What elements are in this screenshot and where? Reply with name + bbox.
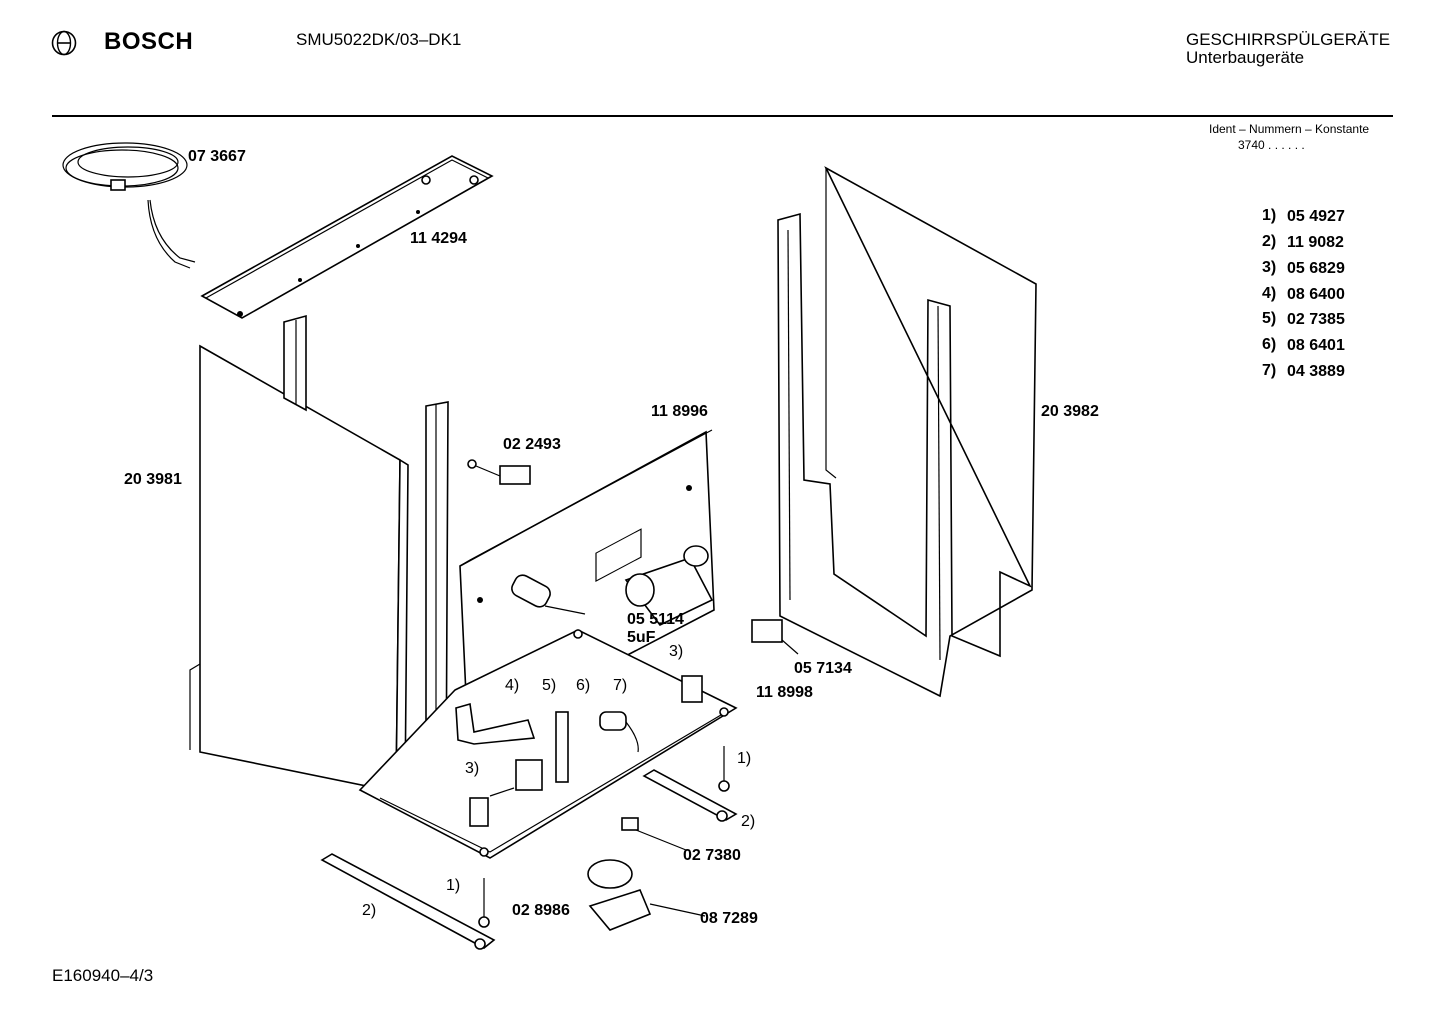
model-number: SMU5022DK/03–DK1: [296, 30, 462, 49]
subcategory-title: Unterbaugeräte: [1186, 48, 1305, 67]
ref-marker: 2): [362, 902, 377, 919]
key-marker: 5): [1262, 310, 1277, 327]
base-plate-drawing: [358, 629, 738, 859]
ref-marker: 2): [741, 813, 756, 830]
foot-rails-drawing: [320, 769, 738, 950]
callout-switch: 05 7134: [794, 660, 852, 677]
callout-capacitor-value: 5uF: [627, 629, 656, 646]
ref-marker: 3): [465, 760, 480, 777]
callout-float: 02 8986: [512, 902, 570, 919]
screws-drawing: [478, 746, 730, 928]
capacitor-drawing: [511, 574, 586, 615]
left-posts-drawing: [283, 314, 449, 802]
bosch-logo-icon: [51, 30, 77, 61]
ref-marker: 5): [542, 677, 557, 694]
key-number: 11 9082: [1287, 234, 1344, 251]
ident-title: Ident – Nummern – Konstante: [1209, 122, 1370, 136]
clamp-drawing: [467, 459, 531, 485]
callout-base-plate: 11 8998: [756, 684, 813, 701]
base-components-drawing: [455, 675, 703, 827]
ref-marker: 7): [613, 677, 628, 694]
key-marker: 4): [1262, 285, 1277, 302]
key-number: 04 3889: [1287, 363, 1345, 380]
key-number: 02 7385: [1287, 311, 1345, 328]
right-side-panel-drawing: [777, 166, 1037, 698]
hose-connector-drawing: [624, 545, 714, 627]
ref-marker: 1): [446, 877, 461, 894]
ref-marker: 1): [737, 750, 752, 767]
key-marker: 7): [1262, 362, 1277, 379]
key-number: 05 6829: [1287, 260, 1345, 277]
key-number: 08 6400: [1287, 286, 1345, 303]
ref-marker: 4): [505, 677, 520, 694]
header-divider: [52, 115, 1393, 117]
float-assembly-drawing: [587, 817, 706, 931]
callout-right-side-panel: 20 3982: [1041, 403, 1099, 420]
left-side-panel-drawing: [189, 344, 409, 798]
key-marker: 6): [1262, 336, 1277, 353]
top-strip-drawing: [200, 155, 494, 319]
callout-rear-panel: 11 8996: [651, 403, 708, 420]
drawing-number: E160940–4/3: [52, 966, 154, 985]
callout-clamp: 02 2493: [503, 436, 561, 453]
ref-marker: 3): [669, 643, 684, 660]
callout-capacitor: 05 5114: [627, 611, 684, 628]
callout-float-switch: 02 7380: [683, 847, 741, 864]
power-cord-drawing: [62, 142, 196, 269]
callout-float-holder: 08 7289: [700, 910, 758, 927]
callout-power-cord: 07 3667: [188, 148, 246, 165]
key-marker: 3): [1262, 259, 1277, 276]
ref-marker: 6): [576, 677, 591, 694]
category-title: GESCHIRRSPÜLGERÄTE: [1186, 30, 1391, 49]
key-marker: 2): [1262, 233, 1277, 250]
callout-top-strip: 11 4294: [410, 230, 467, 247]
brand-name: BOSCH: [104, 28, 194, 55]
switch-drawing: [751, 619, 799, 655]
key-number: 05 4927: [1287, 208, 1345, 225]
key-marker: 1): [1262, 207, 1277, 224]
key-number: 08 6401: [1287, 337, 1345, 354]
ident-value: 3740 . . . . . .: [1238, 138, 1305, 152]
callout-left-side-panel: 20 3981: [124, 471, 182, 488]
